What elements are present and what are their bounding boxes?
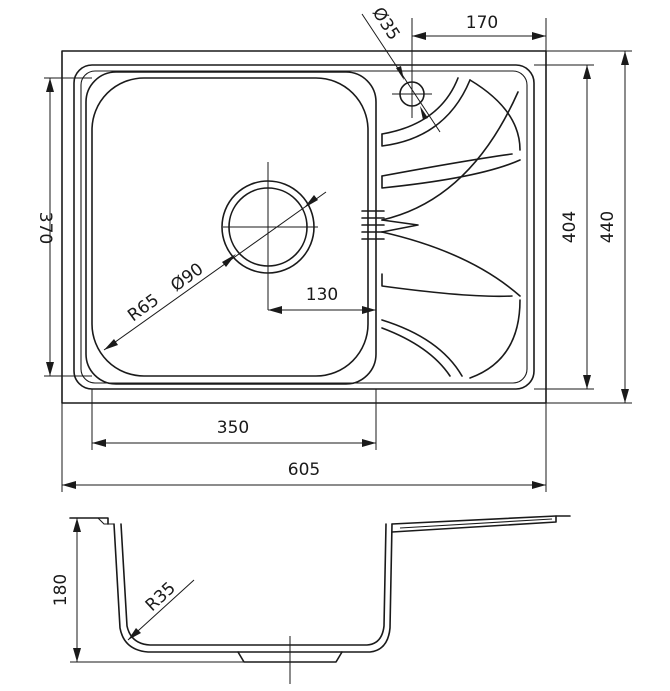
inner-deck xyxy=(73,64,535,390)
dim-drain-offset: 130 xyxy=(306,285,338,305)
dim-corner-radius: R65 xyxy=(124,290,163,326)
dim-bowl-width: 350 xyxy=(217,418,249,438)
dim-tap-hole: Ø35 xyxy=(368,4,404,44)
inner-deck-inset xyxy=(80,70,528,384)
top-dimensions: 605 350 170 370 404 440 xyxy=(35,4,632,492)
dim-bottom-radius: R35 xyxy=(142,578,180,615)
section-dimensions: 180 R35 xyxy=(51,517,244,663)
dim-drainer-width: 170 xyxy=(466,13,498,33)
bowl-outer xyxy=(85,71,377,385)
dim-inner-depth: 404 xyxy=(560,211,580,243)
outer-rim xyxy=(61,50,547,404)
dim-bowl-depth: 370 xyxy=(35,212,55,244)
drain xyxy=(221,162,318,310)
tap-hole xyxy=(392,72,432,118)
drainer-board xyxy=(381,77,521,379)
dim-overall-depth: 440 xyxy=(598,211,618,243)
dim-overall-width: 605 xyxy=(288,460,320,480)
dim-bowl-height: 180 xyxy=(51,574,71,606)
top-view xyxy=(61,50,547,404)
bowl-inner xyxy=(91,77,369,377)
overflow-slots xyxy=(361,210,385,240)
